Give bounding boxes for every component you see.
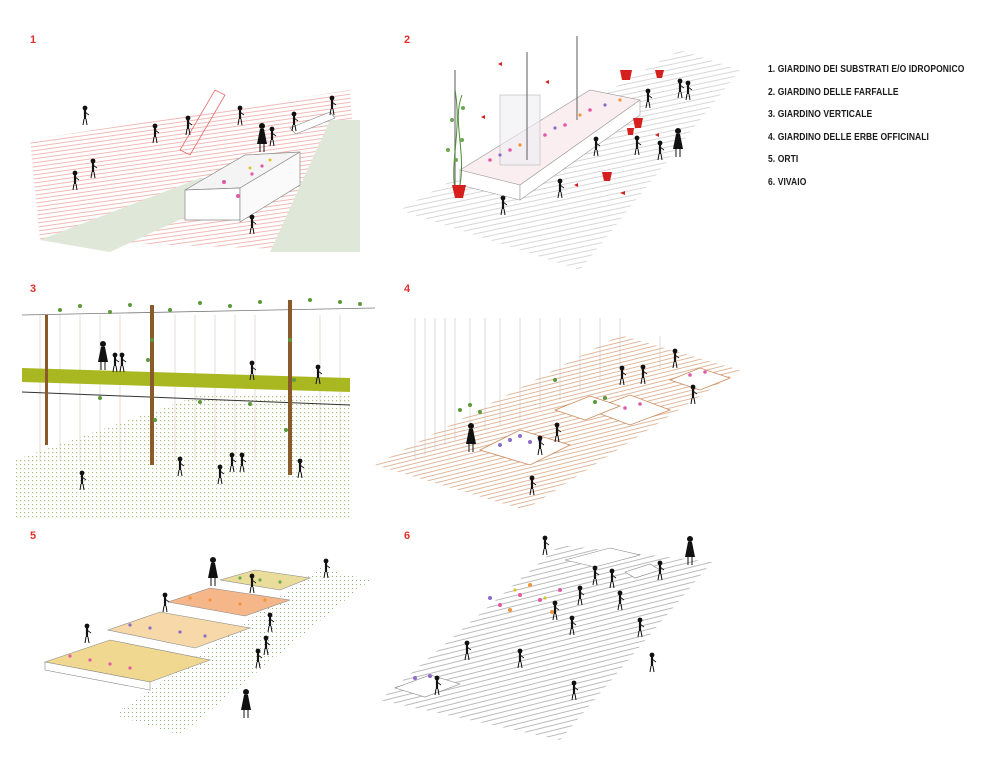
legend-item-2: 2. GIARDINO DELLE FARFALLE	[768, 86, 899, 98]
panel-2-group	[400, 36, 740, 270]
legend-item-5: 5. ORTI	[768, 154, 799, 165]
panel-number-6: 6	[404, 530, 411, 542]
panel-3-group	[15, 298, 376, 520]
panel-4-group	[375, 318, 740, 510]
panel-1-group	[30, 89, 360, 252]
panel-5-group	[43, 556, 370, 735]
panel-number-5: 5	[30, 530, 37, 542]
panel-number-2: 2	[404, 34, 411, 46]
panel-6-group	[380, 534, 712, 740]
panel-number-3: 3	[30, 283, 37, 295]
panel-number-4: 4	[404, 283, 411, 295]
panel-number-1: 1	[30, 34, 37, 46]
legend: 1. GIARDINO DEI SUBSTRATI E/O IDROPONICO…	[768, 64, 999, 199]
panel-1-illustration	[15, 36, 740, 740]
legend-item-3: 3. GIARDINO VERTICALE	[768, 109, 873, 120]
legend-item-4: 4. GIARDINO DELLE ERBE OFFICINALI	[768, 131, 930, 143]
legend-item-6: 6. VIVAIO	[768, 176, 807, 188]
legend-item-1: 1. GIARDINO DEI SUBSTRATI E/O IDROPONICO	[768, 64, 965, 75]
